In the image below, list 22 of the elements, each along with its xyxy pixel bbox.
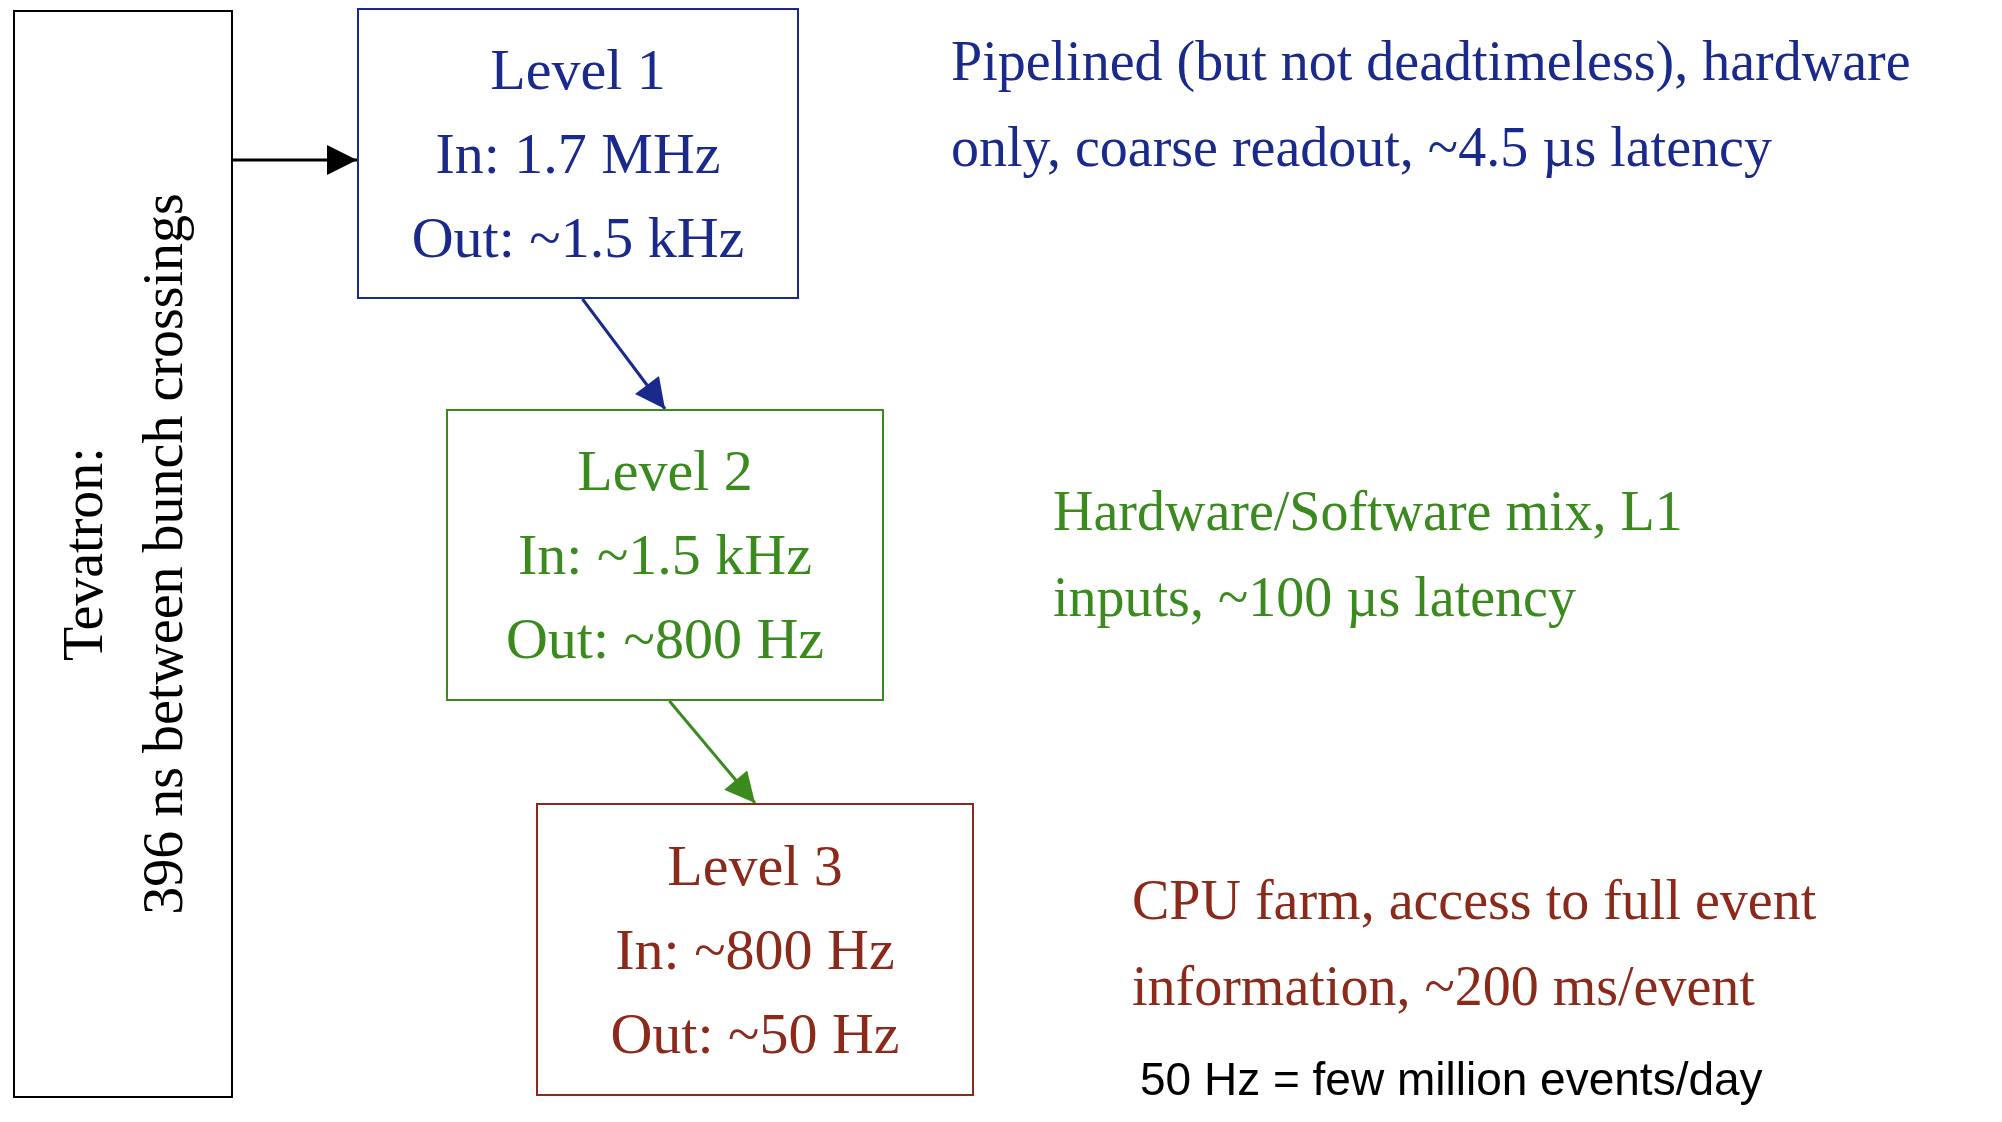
- box-text: In: 1.7 MHz: [435, 119, 721, 188]
- arrow: [233, 145, 357, 175]
- description-text: Pipelined (but not deadtimeless), hardware only, coarse readout, ~4.5 µs latency: [951, 29, 1911, 180]
- trigger-level-box: [357, 8, 799, 299]
- trigger-level-box: [536, 803, 974, 1096]
- box-text: Level 1: [490, 35, 666, 104]
- box-text: Out: ~800 Hz: [505, 605, 825, 673]
- trigger-level-box: [446, 409, 884, 701]
- note-text: 50 Hz = few million events/day: [1140, 1052, 1763, 1106]
- box-text: Level 2: [577, 437, 753, 505]
- box-text: Out: ~1.5 kHz: [411, 203, 745, 272]
- box-text: Tevatron:: [51, 447, 115, 661]
- box-text: 396 ns between bunch crossings: [131, 193, 195, 915]
- description-text: CPU farm, access to full event information, ~200 ms/event: [1132, 868, 1818, 1019]
- box-text: In: ~800 Hz: [615, 915, 895, 984]
- box-text: Out: ~50 Hz: [610, 999, 900, 1068]
- source-box: [13, 10, 233, 1098]
- arrow: [581, 298, 667, 410]
- arrow: [668, 700, 757, 804]
- description-text: Hardware/Software mix, L1 inputs, ~100 µs latency: [1053, 479, 1684, 630]
- box-text: In: ~1.5 kHz: [518, 521, 812, 589]
- box-text: Level 3: [667, 831, 843, 900]
